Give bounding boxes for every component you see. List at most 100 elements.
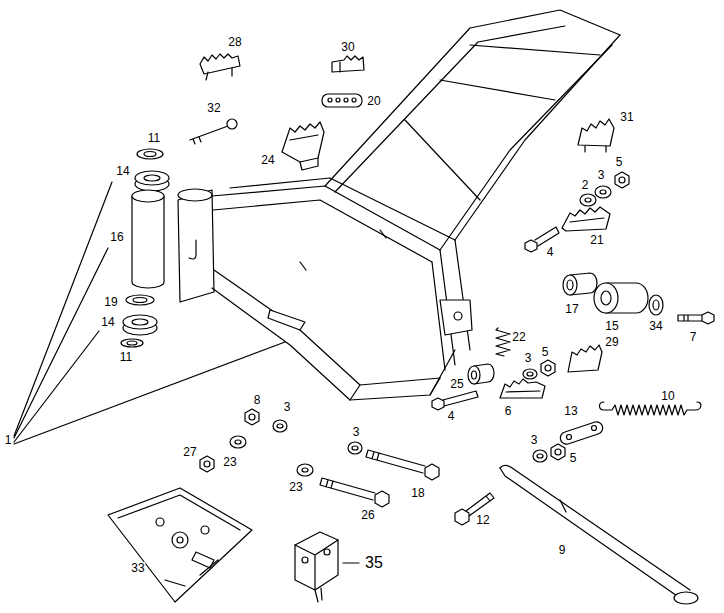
head-bearing-parts — [135, 171, 169, 185]
footpeg — [290, 135, 318, 170]
leader-line — [14, 331, 99, 442]
washer — [277, 424, 283, 428]
callout-number: 4 — [447, 410, 456, 422]
callout-number: 23 — [288, 481, 303, 493]
bolt — [320, 227, 714, 525]
bolt — [432, 398, 444, 410]
callout-number: 32 — [206, 102, 221, 114]
bolt — [678, 315, 702, 321]
callout-number: 28 — [227, 36, 242, 48]
bolt — [425, 464, 439, 480]
callout-number: 5 — [569, 452, 578, 464]
bushing — [468, 366, 480, 384]
callout-number: 33 — [130, 562, 145, 574]
nut — [545, 365, 551, 371]
bolt — [366, 450, 425, 473]
head-bearing-parts — [127, 341, 137, 345]
callout-number: 17 — [564, 303, 579, 315]
washer — [537, 454, 543, 458]
parts-bag — [172, 532, 188, 548]
nut — [551, 444, 565, 460]
switch-part — [315, 588, 322, 602]
spring — [496, 328, 510, 356]
bolt — [535, 227, 559, 246]
nut — [245, 409, 259, 425]
head-bearing-parts — [132, 190, 164, 202]
leader-line — [14, 182, 112, 436]
side-stand — [500, 465, 698, 604]
head-bearing-parts — [144, 175, 160, 181]
callout-number: 25 — [449, 378, 464, 390]
footpeg — [568, 345, 602, 372]
callout-number: 30 — [340, 41, 355, 53]
callout-number: 4 — [546, 246, 555, 258]
nut — [541, 360, 555, 376]
frame — [300, 230, 386, 270]
callout-number: 20 — [366, 95, 381, 107]
key — [193, 137, 201, 144]
washer — [527, 372, 533, 376]
footpeg — [328, 98, 332, 102]
footpeg — [282, 122, 324, 162]
parts-bag — [156, 518, 164, 526]
footpeg — [344, 98, 348, 102]
footpeg — [322, 94, 362, 107]
bolt — [455, 509, 469, 525]
washer — [595, 186, 611, 198]
parts-bag — [177, 537, 183, 543]
bushing — [472, 371, 477, 379]
footpeg — [506, 391, 540, 392]
callout-number: 16 — [109, 231, 124, 243]
key — [227, 119, 237, 129]
callout-number: 10 — [660, 390, 675, 402]
footpeg — [500, 379, 545, 398]
washer — [273, 420, 287, 432]
callout-number: 27 — [182, 446, 197, 458]
bolt — [466, 493, 494, 516]
callout-number: 5 — [615, 156, 624, 168]
callout-number: 6 — [504, 405, 513, 417]
frame — [350, 378, 440, 400]
callout-number: 2 — [581, 179, 590, 191]
frame — [455, 240, 470, 350]
callout-number: 13 — [563, 405, 578, 417]
callout-number: 3 — [597, 169, 606, 181]
frame — [335, 26, 565, 192]
stand-plate — [560, 422, 602, 444]
callout-number: 5 — [541, 346, 550, 358]
head-bearing-parts — [121, 149, 169, 347]
washer — [600, 190, 606, 194]
callout-number: 3 — [352, 426, 361, 438]
bushing — [567, 280, 573, 290]
footpeg — [352, 98, 356, 102]
switch-part — [324, 549, 330, 555]
callout-number: 14 — [100, 316, 115, 328]
callout-number: 29 — [604, 336, 619, 348]
callout-number: 11 — [119, 351, 133, 363]
washer — [649, 295, 663, 315]
side-stand — [500, 465, 690, 590]
footpeg — [332, 56, 364, 72]
nut — [619, 177, 625, 183]
washer — [352, 446, 358, 450]
frame — [454, 312, 462, 320]
callout-number: 26 — [360, 509, 375, 521]
side-stand — [674, 592, 698, 604]
nut — [200, 456, 214, 472]
washer — [348, 442, 362, 454]
parts-bag — [201, 526, 209, 534]
nut — [200, 172, 629, 472]
head-bearing-parts — [126, 295, 154, 305]
bolt — [702, 312, 714, 324]
bushing — [601, 291, 611, 305]
frame — [325, 10, 620, 186]
footpeg — [585, 146, 606, 152]
callout-number: 34 — [648, 320, 663, 332]
side-stand — [500, 468, 680, 598]
callout-number: 35 — [364, 555, 384, 571]
footpeg — [339, 62, 340, 72]
callout-number: 3 — [530, 434, 539, 446]
nut — [555, 449, 561, 455]
spring — [496, 328, 701, 415]
head-bearing-parts — [123, 315, 157, 329]
